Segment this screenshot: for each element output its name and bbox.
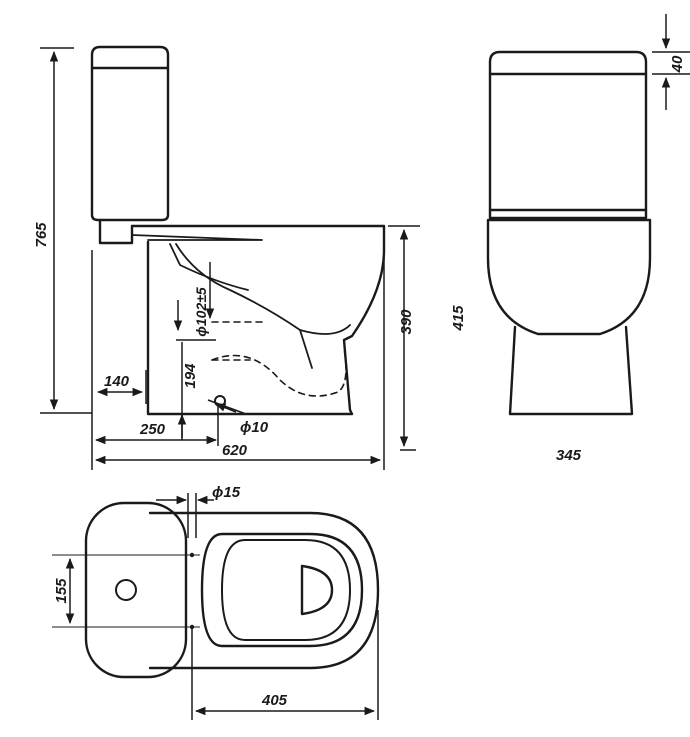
bowl-outline <box>130 224 386 416</box>
dim-phi15: ϕ15 <box>212 484 241 501</box>
dim-390: 390 <box>398 309 415 335</box>
top-bowl-outline <box>148 511 380 670</box>
side-view-dimensions <box>40 47 420 470</box>
top-flush-button <box>115 579 137 601</box>
dim-620: 620 <box>222 442 248 459</box>
dim-250: 250 <box>139 421 166 438</box>
dim-345: 345 <box>556 447 582 464</box>
dim-140: 140 <box>104 373 130 390</box>
cistern-connector <box>98 218 134 245</box>
top-view <box>84 501 380 679</box>
dim-415: 415 <box>450 305 467 332</box>
front-view <box>486 50 652 416</box>
top-view-dimensions <box>52 493 379 720</box>
cistern-outline <box>90 45 170 222</box>
dim-155: 155 <box>53 578 70 604</box>
top-seat-inner <box>200 532 364 648</box>
front-pedestal <box>508 325 634 416</box>
dim-phi10: ϕ10 <box>240 419 269 436</box>
front-view-dimensions <box>652 14 690 110</box>
dim-102: ϕ102±5 <box>193 287 209 337</box>
flush-outlet-d <box>300 564 334 616</box>
top-cistern <box>84 501 188 679</box>
trapway-curve <box>175 243 351 335</box>
side-view <box>90 45 386 416</box>
dim-40: 40 <box>669 55 686 73</box>
front-cistern <box>488 50 648 212</box>
dim-194: 194 <box>182 363 199 389</box>
front-bowl <box>486 218 652 336</box>
dim-765: 765 <box>33 222 50 248</box>
dim-405: 405 <box>261 692 288 709</box>
